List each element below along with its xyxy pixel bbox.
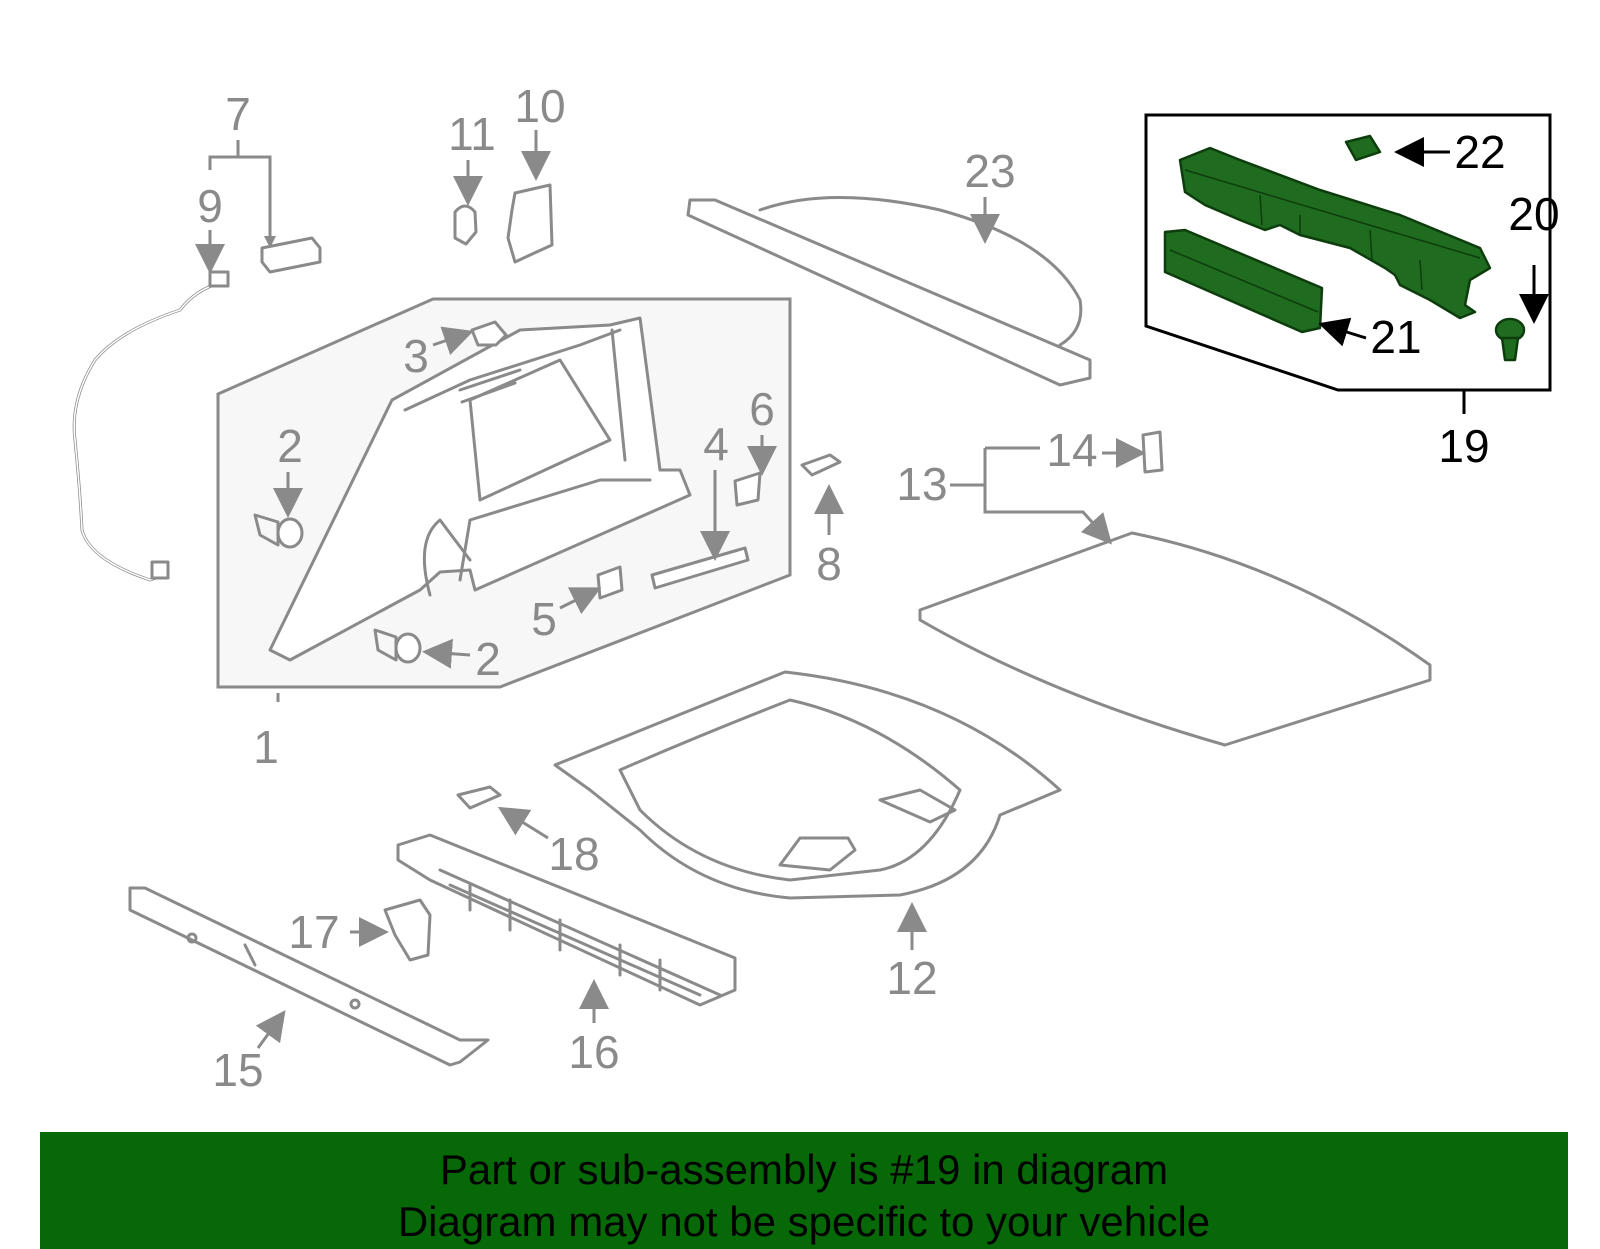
part-14 bbox=[1141, 430, 1164, 474]
floor-board-13 bbox=[918, 531, 1432, 747]
callout-15: 15 bbox=[212, 1044, 263, 1096]
callout-7: 7 bbox=[225, 88, 251, 140]
callout-5: 5 bbox=[531, 593, 557, 645]
rear-member-highlight bbox=[1178, 146, 1492, 320]
callout-4: 4 bbox=[703, 418, 729, 470]
spare-tire-well-12 bbox=[553, 670, 1062, 900]
banner-line-2: Diagram may not be specific to your vehi… bbox=[397, 1198, 1211, 1245]
callout-labels: 1 2 2 3 4 5 6 7 8 9 10 11 12 13 14 15 16… bbox=[197, 80, 1559, 1096]
quarter-trim-group bbox=[216, 297, 792, 689]
callout-23: 23 bbox=[964, 145, 1015, 197]
group-19-box bbox=[1144, 113, 1552, 392]
callout-22: 22 bbox=[1454, 126, 1505, 178]
callout-13: 13 bbox=[896, 458, 947, 510]
callout-3: 3 bbox=[403, 330, 429, 382]
clip-2-upper bbox=[253, 513, 304, 549]
callout-19: 19 bbox=[1438, 420, 1489, 472]
lamp-10 bbox=[506, 183, 554, 264]
callout-10: 10 bbox=[514, 80, 565, 132]
callout-8: 8 bbox=[816, 538, 842, 590]
callout-16: 16 bbox=[568, 1026, 619, 1078]
callout-17: 17 bbox=[288, 906, 339, 958]
callout-18: 18 bbox=[548, 828, 599, 880]
callout-14: 14 bbox=[1046, 424, 1097, 476]
leader-lines bbox=[195, 130, 1549, 1049]
rear-panel-16 bbox=[396, 833, 737, 1007]
clip-2-lower bbox=[373, 628, 422, 664]
info-banner: Part or sub-assembly is #19 in diagram D… bbox=[40, 1132, 1568, 1249]
clip-18 bbox=[456, 785, 502, 810]
callout-21: 21 bbox=[1370, 311, 1421, 363]
bracket-17 bbox=[383, 898, 432, 962]
callout-20: 20 bbox=[1508, 188, 1559, 240]
connector-7 bbox=[260, 236, 322, 274]
sill-plate-15 bbox=[128, 886, 490, 1067]
clip-3 bbox=[470, 320, 508, 347]
callout-2-upper: 2 bbox=[277, 420, 303, 472]
callout-6: 6 bbox=[749, 383, 775, 435]
callout-11: 11 bbox=[448, 108, 496, 160]
banner-line-1: Part or sub-assembly is #19 in diagram bbox=[439, 1146, 1169, 1193]
callout-12: 12 bbox=[886, 952, 937, 1004]
clip-20-highlight bbox=[1494, 317, 1526, 362]
bulb-11 bbox=[453, 204, 478, 246]
wire-harness-9 bbox=[72, 270, 230, 582]
clip-8 bbox=[800, 453, 842, 477]
callout-1: 1 bbox=[253, 721, 279, 773]
callout-2-lower: 2 bbox=[475, 633, 501, 685]
callout-9: 9 bbox=[197, 180, 223, 232]
pad-22-highlight bbox=[1344, 134, 1382, 162]
